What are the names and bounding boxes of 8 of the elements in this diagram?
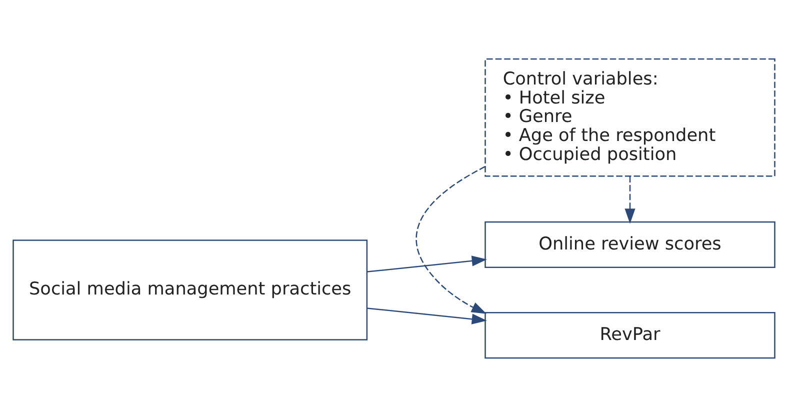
node-box: Online review scores [484,221,776,268]
node-box: RevPar [484,312,776,359]
arrow [366,308,487,324]
node-box: Social media management practices [12,240,368,340]
arrow [366,256,487,272]
arrow [416,166,487,314]
node-box: Control variables: • Hotel size • Genre • Age of the respondent • Occupied position [484,58,776,177]
arrow [624,176,636,224]
